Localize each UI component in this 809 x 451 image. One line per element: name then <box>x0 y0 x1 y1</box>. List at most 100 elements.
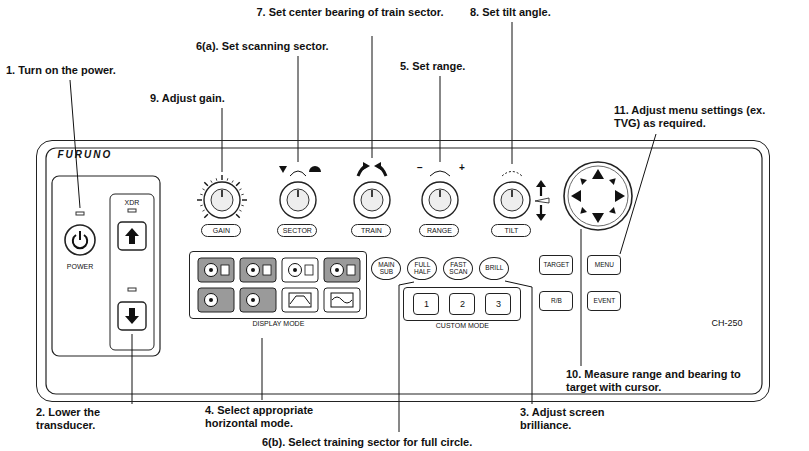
knob-icons <box>290 171 306 176</box>
display-mode-keys <box>263 265 271 275</box>
rotary-knob <box>354 182 390 218</box>
key-button: TARGET <box>539 255 573 275</box>
display-mode-keys <box>247 264 260 277</box>
knob-label: RANGE <box>419 224 459 237</box>
display-mode-keys <box>331 264 344 277</box>
callout-text: 11. Adjust menu settings (ex. TVG) as re… <box>614 104 784 130</box>
display-mode-keys <box>198 258 360 312</box>
cursor-pad <box>571 190 581 202</box>
cursor-pad <box>592 169 604 179</box>
display-mode-keys <box>289 293 311 307</box>
power-transducer-block <box>76 212 84 215</box>
button-text: SECTOR <box>283 227 312 234</box>
gain-scale <box>221 175 222 180</box>
button-text: CUSTOM MODE <box>434 322 491 329</box>
gain-scale <box>236 214 240 218</box>
button-text: RANGE <box>427 227 452 234</box>
cursor-pad <box>568 166 628 226</box>
power-transducer-block <box>65 225 95 255</box>
gain-scale <box>200 194 202 196</box>
rotary-knob <box>371 190 373 197</box>
leader-line <box>132 334 133 404</box>
knob-icons <box>430 171 450 176</box>
display-mode-keys <box>331 293 353 307</box>
power-transducer-block <box>52 176 160 356</box>
button-text: MAIN SUB <box>375 262 397 276</box>
cursor-pad <box>592 213 604 223</box>
cursor-pad <box>580 207 587 214</box>
button-text: EVENT <box>594 298 616 305</box>
key-button: 2 <box>449 293 475 315</box>
callout-text: 6(a). Set scanning sector. <box>196 40 329 53</box>
panel-legend-text: XDR <box>125 198 140 207</box>
button-text: DISPLAY MODE <box>250 320 306 327</box>
display-mode-keys <box>198 288 234 312</box>
display-mode-keys <box>347 265 355 275</box>
callout-text: 1. Turn on the power. <box>6 64 116 77</box>
leader-line <box>399 282 414 432</box>
power-transducer-block <box>110 194 154 350</box>
display-mode-keys <box>324 288 360 312</box>
gain-scale <box>236 182 240 186</box>
knob-icons <box>309 166 321 172</box>
control-panel: FURUNOCH-250GAINSECTORTRAINRANGETILTDISP… <box>36 140 770 402</box>
display-mode-keys <box>282 288 318 312</box>
display-mode-keys <box>240 288 276 312</box>
button-text: GAIN <box>213 227 230 234</box>
oval-button: BRILL <box>479 257 509 280</box>
gain-scale <box>204 214 208 218</box>
display-mode-keys <box>198 258 234 282</box>
gain-scale <box>204 182 208 186</box>
knob-icons <box>536 180 546 187</box>
display-mode-group: DISPLAY MODE <box>189 251 367 319</box>
rotary-knob <box>429 189 451 211</box>
key-button: 3 <box>485 293 511 315</box>
rotary-knob <box>511 190 513 197</box>
knob-label: SECTOR <box>277 224 317 237</box>
power-transducer-block <box>125 308 139 324</box>
leader-line <box>581 229 582 366</box>
callout-text: 5. Set range. <box>400 60 465 73</box>
display-mode-keys <box>290 296 310 304</box>
gain-scale <box>242 199 247 200</box>
range-sign: + <box>459 162 465 174</box>
button-text: FULL HALF <box>411 262 433 276</box>
cursor-pad <box>609 178 616 185</box>
knob-icons <box>502 172 522 177</box>
display-mode-keys <box>209 268 213 272</box>
button-text: TRAIN <box>361 227 382 234</box>
leader-line <box>70 80 80 208</box>
gain-scale <box>241 205 243 207</box>
button-text: 2 <box>460 300 465 309</box>
panel-frame <box>46 148 762 394</box>
rotary-knob <box>439 190 441 197</box>
gain-scale <box>200 205 202 207</box>
callout-text: 4. Select appropriate horizontal mode. <box>205 404 345 430</box>
power-transducer-block <box>128 288 136 291</box>
display-mode-keys <box>209 298 213 302</box>
cursor-pad <box>580 178 587 185</box>
gain-scale <box>197 199 202 200</box>
power-transducer-block <box>125 228 139 244</box>
oval-button: FAST SCAN <box>443 257 473 280</box>
callout-text: 3. Adjust screen brilliance. <box>520 406 630 432</box>
button-text: TILT <box>504 227 518 234</box>
leader-line <box>440 76 441 162</box>
rotary-knob <box>280 182 316 218</box>
display-mode-keys <box>247 294 260 307</box>
cursor-pad <box>564 162 632 230</box>
display-mode-keys <box>335 268 339 272</box>
rotary-knob <box>221 190 223 197</box>
knob-icons <box>363 162 370 170</box>
display-mode-keys <box>282 258 318 282</box>
model-name: CH-250 <box>711 319 742 328</box>
button-text: BRILL <box>485 265 503 272</box>
display-mode-keys <box>332 297 352 303</box>
knob-label: TILT <box>491 224 531 237</box>
rotary-knob <box>494 182 530 218</box>
knob-icons <box>535 198 549 203</box>
gain-scale <box>227 178 229 180</box>
cursor-pad <box>609 207 616 214</box>
gain-scale <box>232 181 233 183</box>
